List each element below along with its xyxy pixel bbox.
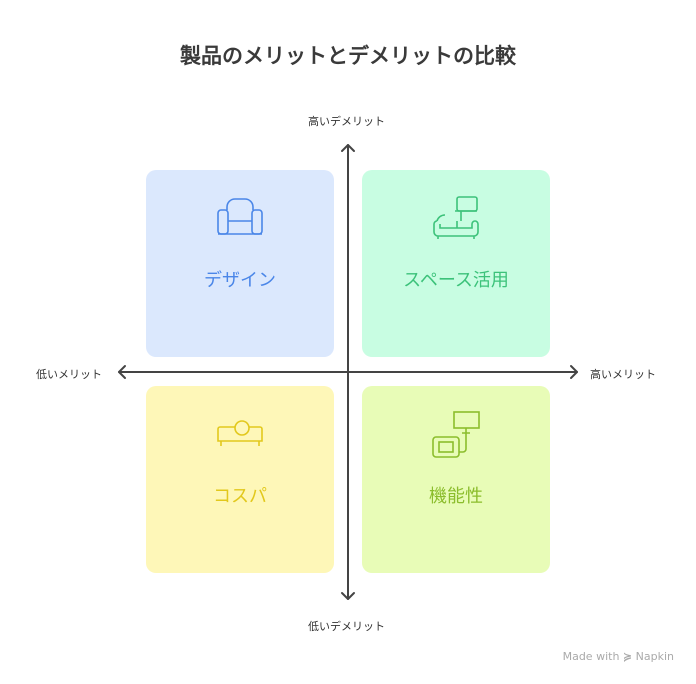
monitor-device-icon (432, 411, 480, 458)
quadrant-design: デザイン (146, 170, 334, 357)
axis-label-left: 低いメリット (36, 368, 102, 381)
napkin-logo-icon: ≽ (622, 650, 633, 663)
sofa-lamp-icon (433, 196, 479, 239)
made-with-text: Made with (562, 650, 620, 663)
arrow-right-icon (570, 365, 578, 379)
quadrant-label: コスパ (213, 486, 267, 507)
quadrant-functionality: 機能性 (362, 386, 550, 573)
arrow-down-icon (341, 592, 355, 600)
sofa-icon (217, 420, 263, 446)
page-title: 製品のメリットとデメリットの比較 (180, 44, 516, 68)
axis-label-top: 高いデメリット (308, 115, 385, 128)
arrow-left-icon (118, 365, 126, 379)
axis-label-right: 高いメリット (590, 368, 656, 381)
quadrant-label: デザイン (204, 270, 276, 291)
axis-label-bottom: 低いデメリット (308, 620, 385, 633)
brand-name: Napkin (635, 650, 674, 663)
quadrant-cost-performance: コスパ (146, 386, 334, 573)
quadrant-label: スペース活用 (403, 270, 509, 291)
quadrant-label: 機能性 (429, 486, 483, 507)
armchair-icon (217, 198, 263, 235)
quadrant-space: スペース活用 (362, 170, 550, 357)
footer-attribution[interactable]: Made with ≽ Napkin (563, 650, 674, 663)
arrow-up-icon (341, 144, 355, 152)
